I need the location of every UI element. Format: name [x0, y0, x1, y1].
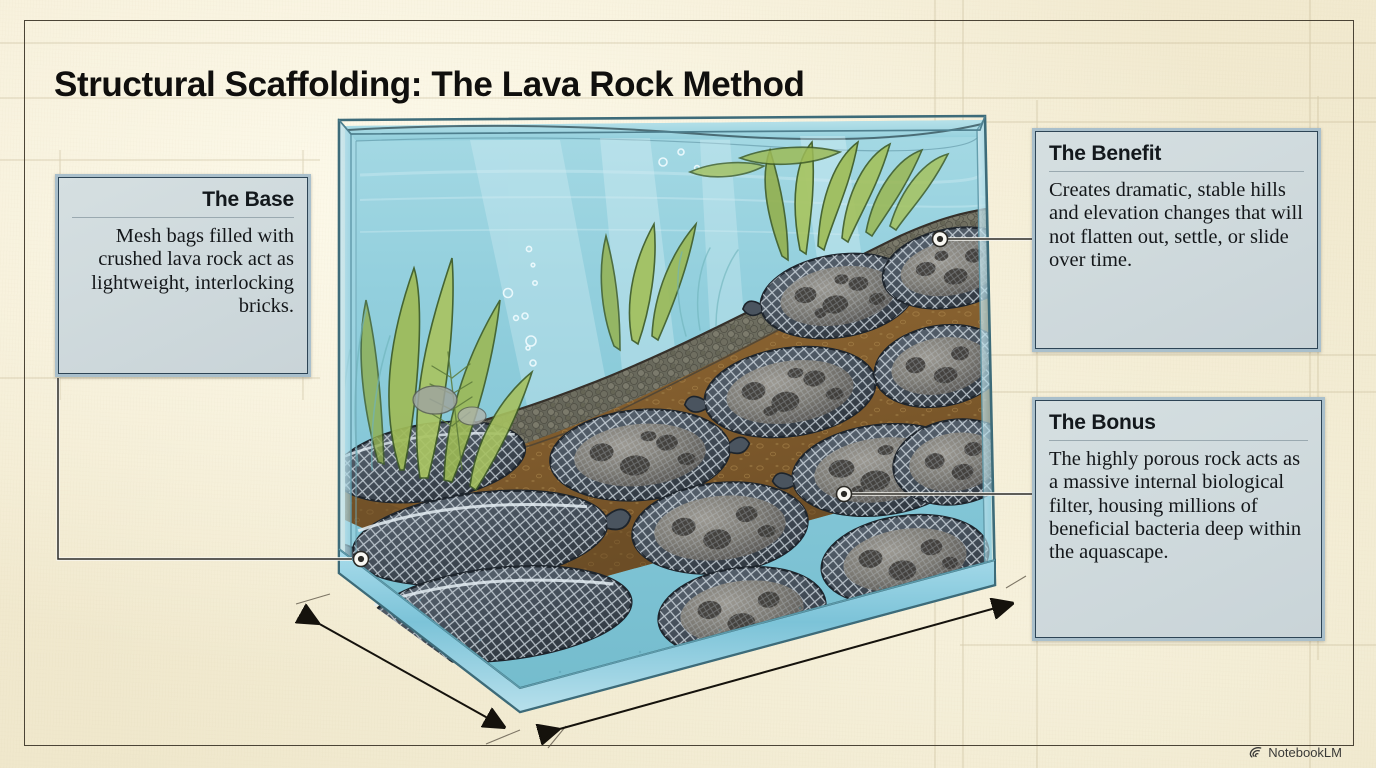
aquatic-plants: [345, 140, 950, 492]
callout-the-bonus[interactable]: The Bonus The highly porous rock acts as…: [1032, 397, 1325, 641]
mesh-bag: [873, 323, 995, 409]
callout-the-benefit[interactable]: The Benefit Creates dramatic, stable hil…: [1032, 128, 1321, 352]
callout-the-base[interactable]: The Base Mesh bags filled with crushed l…: [55, 174, 311, 377]
mesh-bag-stack: [345, 226, 995, 663]
notebooklm-spiral-icon: [1249, 747, 1262, 758]
tank-body: [337, 114, 997, 714]
leader-target-base: [352, 550, 370, 568]
callout-the-benefit-divider: [1049, 171, 1304, 172]
callout-the-benefit-body: Creates dramatic, stable hills and eleva…: [1049, 179, 1303, 272]
dimension-arrows: [296, 575, 1027, 749]
callout-the-base-body: Mesh bags filled with crushed lava rock …: [91, 225, 294, 318]
mesh-bag: [549, 408, 751, 502]
callout-the-benefit-inner: The Benefit Creates dramatic, stable hil…: [1035, 131, 1318, 349]
callout-the-bonus-divider: [1049, 440, 1308, 441]
callout-the-benefit-heading: The Benefit: [1049, 142, 1162, 165]
page-title: Structural Scaffolding: The Lava Rock Me…: [54, 65, 805, 105]
callout-the-bonus-body: The highly porous rock acts as a massive…: [1049, 448, 1302, 564]
callout-the-base-heading: The Base: [202, 188, 294, 211]
leader-target-bonus: [835, 485, 853, 503]
mesh-bag: [631, 481, 809, 575]
notebooklm-label: NotebookLM: [1268, 745, 1342, 760]
callout-the-base-divider: [72, 217, 294, 218]
mesh-bag: [683, 345, 896, 439]
callout-the-bonus-heading: The Bonus: [1049, 411, 1156, 434]
callout-the-bonus-inner: The Bonus The highly porous rock acts as…: [1035, 400, 1322, 638]
leader-line-base: [56, 378, 352, 561]
leader-target-benefit: [931, 230, 949, 248]
mesh-bag: [741, 252, 936, 340]
callout-the-base-inner: The Base Mesh bags filled with crushed l…: [58, 177, 308, 374]
callout-leaders: [56, 230, 1032, 568]
bubbles: [502, 148, 701, 367]
notebooklm-watermark: NotebookLM: [1248, 745, 1342, 760]
mesh-bag: [345, 489, 632, 587]
